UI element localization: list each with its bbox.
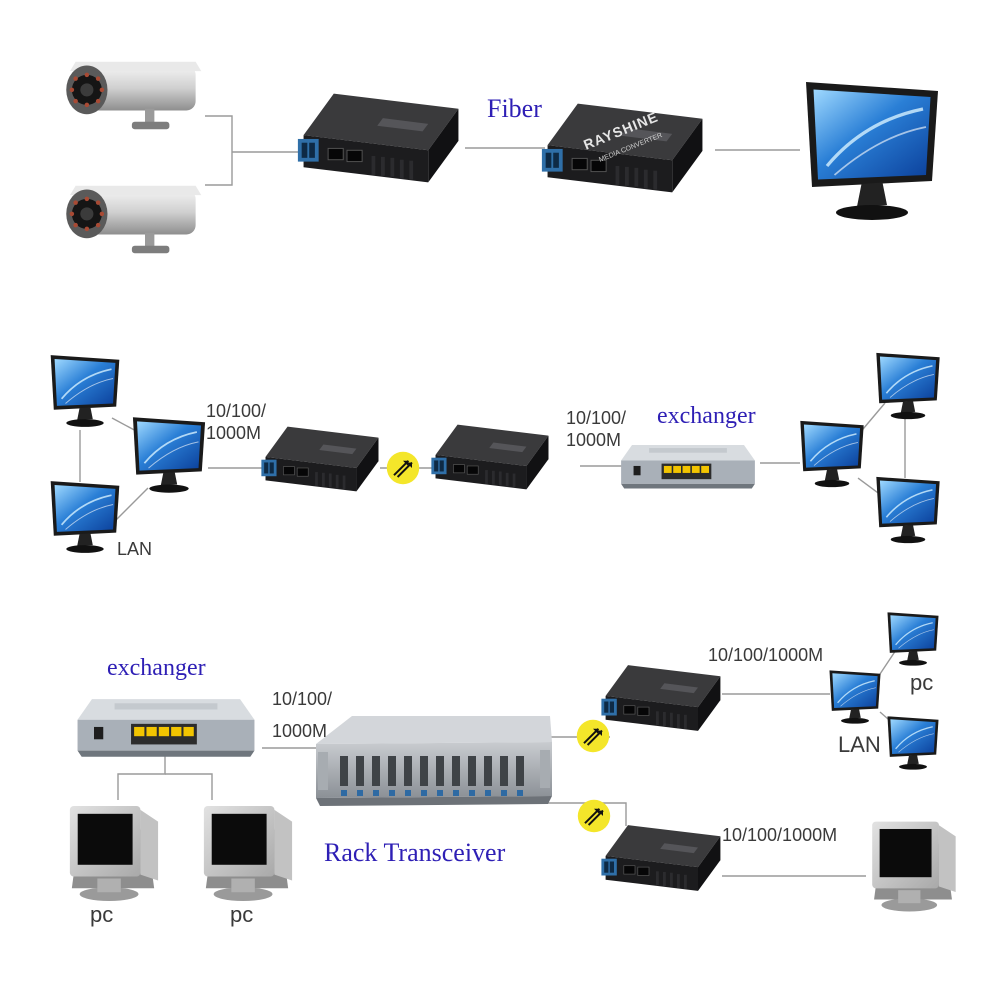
crt-pc-icon — [203, 805, 293, 902]
media-converter-icon — [600, 664, 721, 732]
rack-transceiver-icon — [316, 716, 552, 806]
camera-icon — [66, 61, 202, 130]
media-converter-icon — [431, 424, 549, 490]
pc-label: pc — [910, 670, 934, 695]
pc-label: pc — [90, 902, 114, 927]
monitor-icon — [804, 80, 940, 222]
switch-icon — [77, 699, 255, 757]
fiber-link-icon — [575, 718, 611, 754]
rack-transceiver-label: Rack Transceiver — [324, 838, 506, 867]
fiber-link — [548, 802, 627, 826]
fiber-link-icon — [385, 450, 421, 486]
monitor-icon — [886, 715, 940, 771]
crt-pc-icon — [872, 821, 956, 912]
switch-pc-link — [117, 756, 166, 800]
media-converter-icon — [600, 824, 721, 892]
fiber-link-icon — [576, 798, 612, 834]
media-converter-icon: RAYSHINE MEDIA CONVERTER — [541, 103, 703, 193]
exchanger-label: exchanger — [107, 655, 206, 681]
media-converter-icon — [261, 426, 379, 492]
monitor-icon — [886, 611, 940, 667]
speed-label: 10/100/1000M — [708, 645, 824, 665]
monitor-icon — [875, 352, 941, 420]
speed-label-line2: 1000M — [206, 423, 262, 443]
monitor-icon — [875, 476, 941, 544]
lan-link — [115, 487, 149, 521]
lan-label: LAN — [838, 732, 881, 757]
camera-link — [205, 115, 233, 186]
switch-icon — [621, 444, 755, 489]
lan-label: LAN — [117, 539, 153, 559]
monitor-icon — [132, 416, 206, 494]
speed-label-line1: 10/100/ — [272, 689, 333, 709]
speed-label: 10/100/1000M — [722, 825, 838, 845]
lan-link — [879, 649, 897, 675]
speed-label-line2: 1000M — [566, 430, 622, 450]
camera-icon — [66, 185, 202, 254]
monitor-icon — [49, 354, 121, 428]
media-converter-icon — [297, 93, 459, 183]
speed-label-line1: 10/100/ — [206, 401, 267, 421]
speed-label-line1: 10/100/ — [566, 408, 627, 428]
monitor-icon — [49, 480, 121, 554]
switch-pc-link — [165, 773, 213, 800]
fiber-label: Fiber — [487, 94, 542, 123]
monitor-icon — [828, 669, 882, 725]
exchanger-label: exchanger — [657, 403, 756, 429]
speed-label-line2: 1000M — [272, 721, 328, 741]
pc-label: pc — [230, 902, 254, 927]
monitor-icon — [799, 420, 865, 488]
crt-pc-icon — [69, 805, 159, 902]
